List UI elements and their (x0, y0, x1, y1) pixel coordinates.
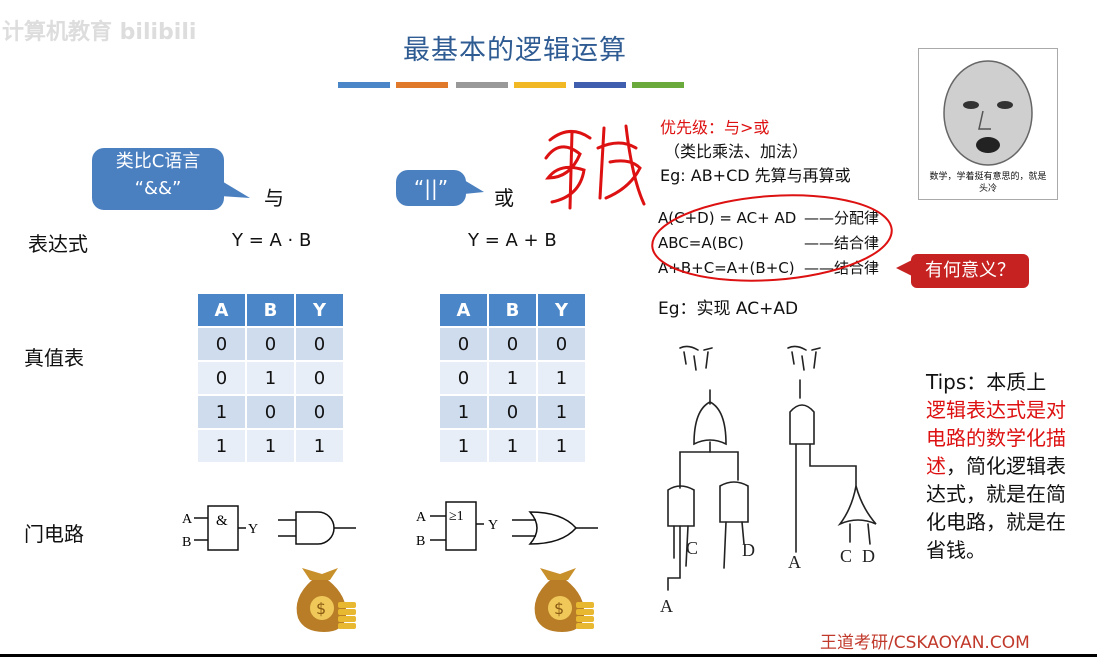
hand-drawn-circuit: C D A A C D (660, 345, 877, 616)
and-gate-diagram: A B & Y (182, 505, 356, 551)
or-truth-table: A B Y 0 0 0 0 1 1 1 0 1 1 1 1 (438, 292, 587, 464)
law-distributive: A(C+D) = AC+ AD——分配律 (658, 209, 880, 227)
footer-brand: 王道考研/CSKAOYAN.COM (820, 633, 1030, 653)
cell: 1 (538, 396, 585, 428)
laws-circle-annotation (651, 194, 893, 282)
handwritten-scribble-icon (544, 124, 646, 210)
stripe-3 (456, 82, 508, 88)
meme-face-icon (943, 60, 1033, 166)
cell: 1 (538, 362, 585, 394)
meaning-badge: 有何意义？ (911, 254, 1029, 288)
money-bag-icon: $ (534, 568, 594, 632)
tips-lead: Tips：本质上 (926, 370, 1047, 394)
or-out-y: Y (488, 518, 498, 533)
cell: 1 (198, 396, 245, 428)
cell: 0 (489, 396, 536, 428)
cell: 0 (538, 328, 585, 360)
row-label-truth-table: 真值表 (24, 346, 84, 370)
bottom-rule (0, 654, 1097, 657)
stripe-1 (338, 82, 390, 88)
svg-text:A: A (660, 596, 673, 616)
meme-caption: 数学，学着挺有意思的，就是头冷 (929, 172, 1047, 194)
badge-tail (896, 260, 912, 276)
table-header: B (247, 294, 294, 326)
svg-text:C: C (840, 546, 852, 566)
eg-implement: Eg：实现 AC+AD (658, 299, 799, 319)
table-header: B (489, 294, 536, 326)
table-row: 1 1 1 (198, 430, 343, 462)
table-header: Y (296, 294, 343, 326)
cell: 0 (198, 328, 245, 360)
table-row: 0 1 0 (198, 362, 343, 394)
and-in-a: A (182, 512, 193, 527)
cell: 0 (440, 328, 487, 360)
cell: 0 (489, 328, 536, 360)
or-expression: Y = A + B (468, 230, 557, 251)
tips-rest: ，简化逻辑表达式，就是在简化电路，就是在省钱。 (926, 454, 1066, 562)
cell: 0 (247, 328, 294, 360)
watermark: 计算机教育 bilibili (2, 20, 197, 45)
table-row: 1 0 1 (440, 396, 585, 428)
or-symbol: ≥1 (449, 509, 464, 524)
svg-text:A: A (788, 552, 801, 572)
svg-text:$: $ (554, 599, 564, 618)
cell: 1 (296, 430, 343, 462)
or-in-b: B (416, 534, 425, 549)
table-row: 0 0 0 (198, 328, 343, 360)
or-in-a: A (416, 510, 427, 525)
table-header: Y (538, 294, 585, 326)
tips-text: Tips：本质上 逻辑表达式是对电路的数学化描述，简化逻辑表达式，就是在简化电路… (926, 368, 1066, 564)
svg-text:D: D (742, 540, 755, 560)
table-row: 1 0 0 (198, 396, 343, 428)
cell: 1 (489, 430, 536, 462)
or-callout: “||” (396, 170, 466, 206)
stripe-4 (514, 82, 566, 88)
law-associative-and: ABC=A(BC)——结合律 (658, 234, 880, 252)
and-symbol: & (216, 513, 228, 529)
or-gate-diagram: A B ≥1 Y (416, 501, 598, 551)
or-callout-tail (464, 180, 484, 194)
priority-line-1: 优先级：与>或 (660, 118, 770, 137)
svg-text:C: C (686, 538, 698, 558)
row-label-expression: 表达式 (28, 232, 88, 256)
stripe-2 (396, 82, 448, 88)
cell: 1 (247, 362, 294, 394)
money-bag-icon: $ (296, 568, 356, 632)
cell: 0 (198, 362, 245, 394)
or-op-label: 或 (494, 186, 514, 210)
and-out-y: Y (248, 522, 258, 537)
cell: 1 (489, 362, 536, 394)
and-op-label: 与 (264, 186, 284, 210)
cell: 1 (538, 430, 585, 462)
table-header: A (440, 294, 487, 326)
and-callout: 类比C语言 “&&” (92, 148, 224, 210)
table-row: 0 0 0 (440, 328, 585, 360)
cell: 0 (296, 362, 343, 394)
meme-image: 数学，学着挺有意思的，就是头冷 (918, 48, 1058, 200)
and-truth-table: A B Y 0 0 0 0 1 0 1 0 0 1 1 1 (196, 292, 345, 464)
stripe-6 (632, 82, 684, 88)
cell: 1 (247, 430, 294, 462)
cell: 0 (296, 328, 343, 360)
stripe-5 (574, 82, 626, 88)
page-title: 最基本的逻辑运算 (403, 35, 627, 66)
priority-line-2: （类比乘法、加法） (664, 142, 809, 161)
and-expression: Y = A · B (232, 230, 312, 251)
table-row: 1 1 1 (440, 430, 585, 462)
tips-highlight: 逻辑表达式是对电路的数学化描述 (926, 398, 1066, 478)
cell: 1 (440, 396, 487, 428)
cell: 1 (440, 430, 487, 462)
cell: 0 (296, 396, 343, 428)
priority-line-3: Eg: AB+CD 先算与再算或 (660, 166, 851, 185)
cell: 0 (440, 362, 487, 394)
svg-text:D: D (862, 546, 875, 566)
and-in-b: B (182, 535, 191, 550)
table-row: 0 1 1 (440, 362, 585, 394)
and-callout-tail (220, 180, 250, 198)
cell: 1 (198, 430, 245, 462)
svg-text:$: $ (316, 599, 326, 618)
table-header: A (198, 294, 245, 326)
row-label-gate: 门电路 (24, 522, 84, 546)
cell: 0 (247, 396, 294, 428)
